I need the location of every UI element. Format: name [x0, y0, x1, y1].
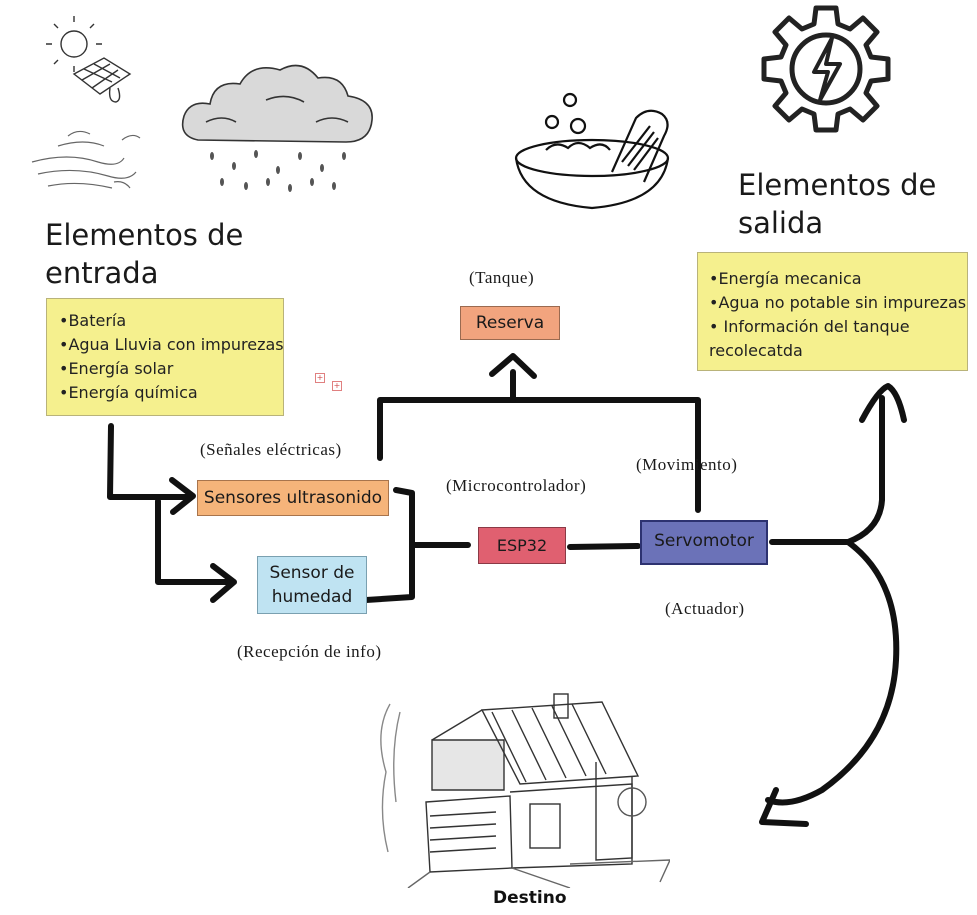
house-icon [380, 693, 670, 888]
humedad-node-line1: Sensor de [269, 563, 355, 583]
input-heading-line1: Elementos de [45, 218, 244, 252]
output-item: recolecatda [709, 341, 803, 360]
input-to-humedad-line [155, 498, 233, 585]
output-item: •Agua no potable sin impurezas [709, 293, 967, 312]
input-item: •Energía solar [59, 359, 174, 378]
input-item: •Agua Lluvia con impurezas [59, 335, 284, 354]
output-heading-line2: salida [738, 206, 824, 240]
input-items-box: •Batería •Agua Lluvia con impurezas •Ene… [46, 298, 284, 416]
humedad-node-line2: humedad [271, 587, 353, 607]
input-heading-line2: entrada [45, 256, 159, 290]
actuador-caption: (Actuador) [665, 599, 745, 618]
recepcion-caption: (Recepción de info) [237, 642, 382, 661]
arrowhead-output [859, 383, 907, 423]
arrowhead-destino [759, 787, 809, 827]
arrowhead-reserva [489, 353, 537, 379]
tanque-caption: (Tanque) [469, 268, 535, 287]
destino-label: Destino [493, 888, 567, 908]
output-heading-line1: Elementos de [738, 168, 937, 202]
servo-to-destino-line [765, 539, 900, 806]
gear-bolt-icon [761, 5, 891, 133]
output-item: • Información del tanque [709, 317, 910, 336]
marker-icon: + [332, 381, 342, 391]
sensors-to-esp32-line [363, 487, 471, 603]
esp32-to-servo-line [567, 543, 641, 550]
reserva-node: Reserva [460, 306, 560, 340]
esp32-node: ESP32 [478, 527, 566, 564]
humedad-node: Sensor de humedad [257, 556, 367, 614]
input-item: •Batería [59, 311, 127, 330]
arrowhead-humedad [210, 563, 237, 603]
input-heading: Elementos de entrada [45, 216, 243, 292]
output-items-box: •Energía mecanica •Agua no potable sin i… [697, 252, 968, 371]
rain-cloud-icon [181, 64, 373, 192]
output-item: •Energía mecanica [709, 269, 862, 288]
arrowhead-ultrasonido [169, 477, 196, 515]
input-item: •Energía química [59, 383, 198, 402]
movimiento-caption: (Movimiento) [636, 455, 738, 474]
washbasin-icon [514, 92, 670, 210]
ultrasonido-node: Sensores ultrasonido [197, 480, 389, 516]
servomotor-node: Servomotor [640, 520, 768, 565]
microcontrolador-caption: (Microcontrolador) [446, 476, 587, 495]
solar-panel-icon [46, 16, 132, 103]
input-to-ultrasonido-line [107, 423, 191, 500]
loop-to-reserva-line [377, 397, 701, 513]
output-heading: Elementos de salida [738, 166, 936, 242]
wind-icon [31, 130, 141, 189]
senales-caption: (Señales eléctricas) [200, 440, 342, 459]
marker-icon: + [315, 373, 325, 383]
